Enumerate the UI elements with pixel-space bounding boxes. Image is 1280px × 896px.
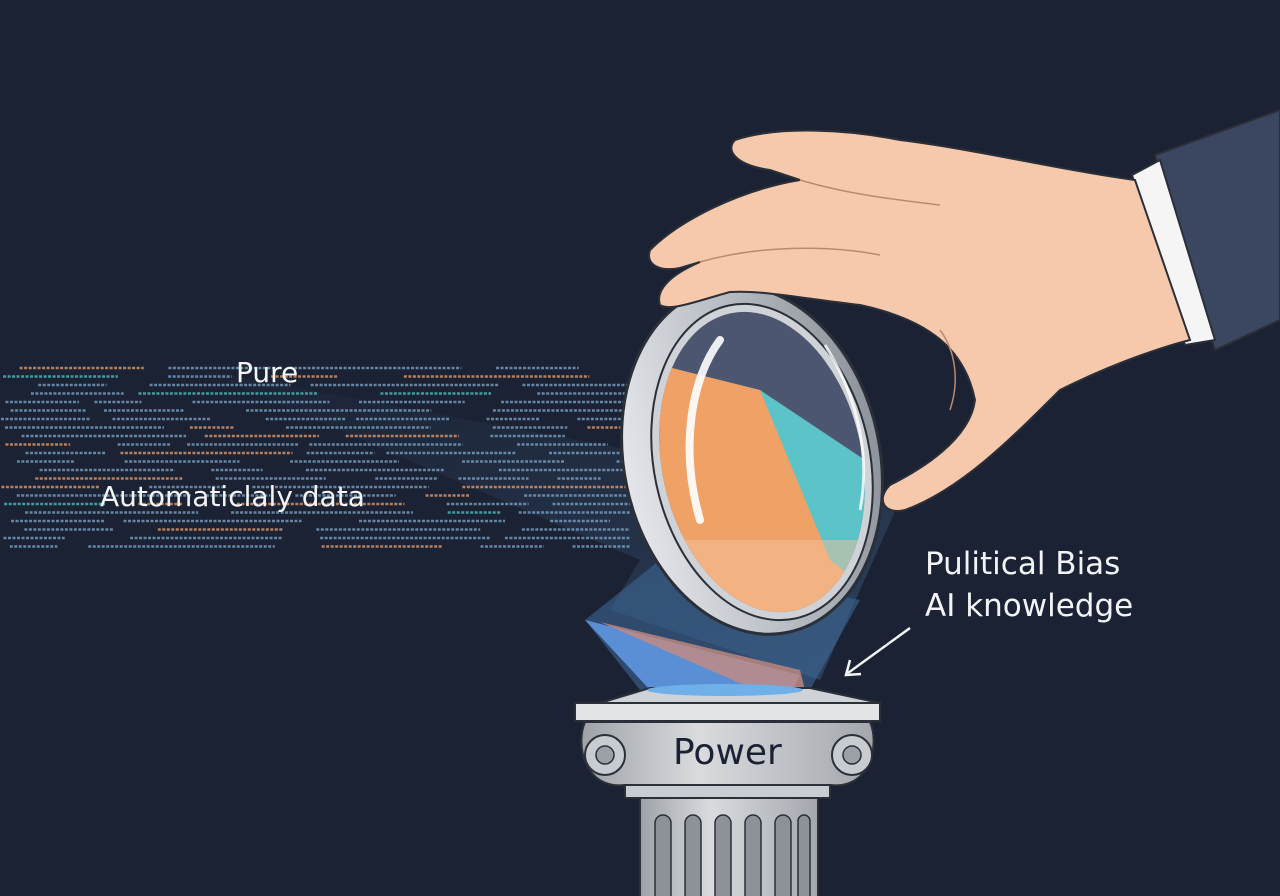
hand [648, 108, 1280, 512]
projection-red [600, 622, 805, 692]
arrow-icon [844, 626, 911, 677]
label-pure: Pure [236, 356, 299, 389]
label-automatic-data: Automaticlaly data [100, 480, 365, 513]
label-bias-line1: Pulitical Bias [925, 546, 1121, 582]
label-power: Power [673, 732, 782, 773]
pillar [574, 684, 881, 896]
data-streams [0, 366, 630, 548]
label-bias-line2: AI knowledge [925, 588, 1134, 624]
label-bias: Pulitical Bias AI knowledge [925, 543, 1133, 627]
